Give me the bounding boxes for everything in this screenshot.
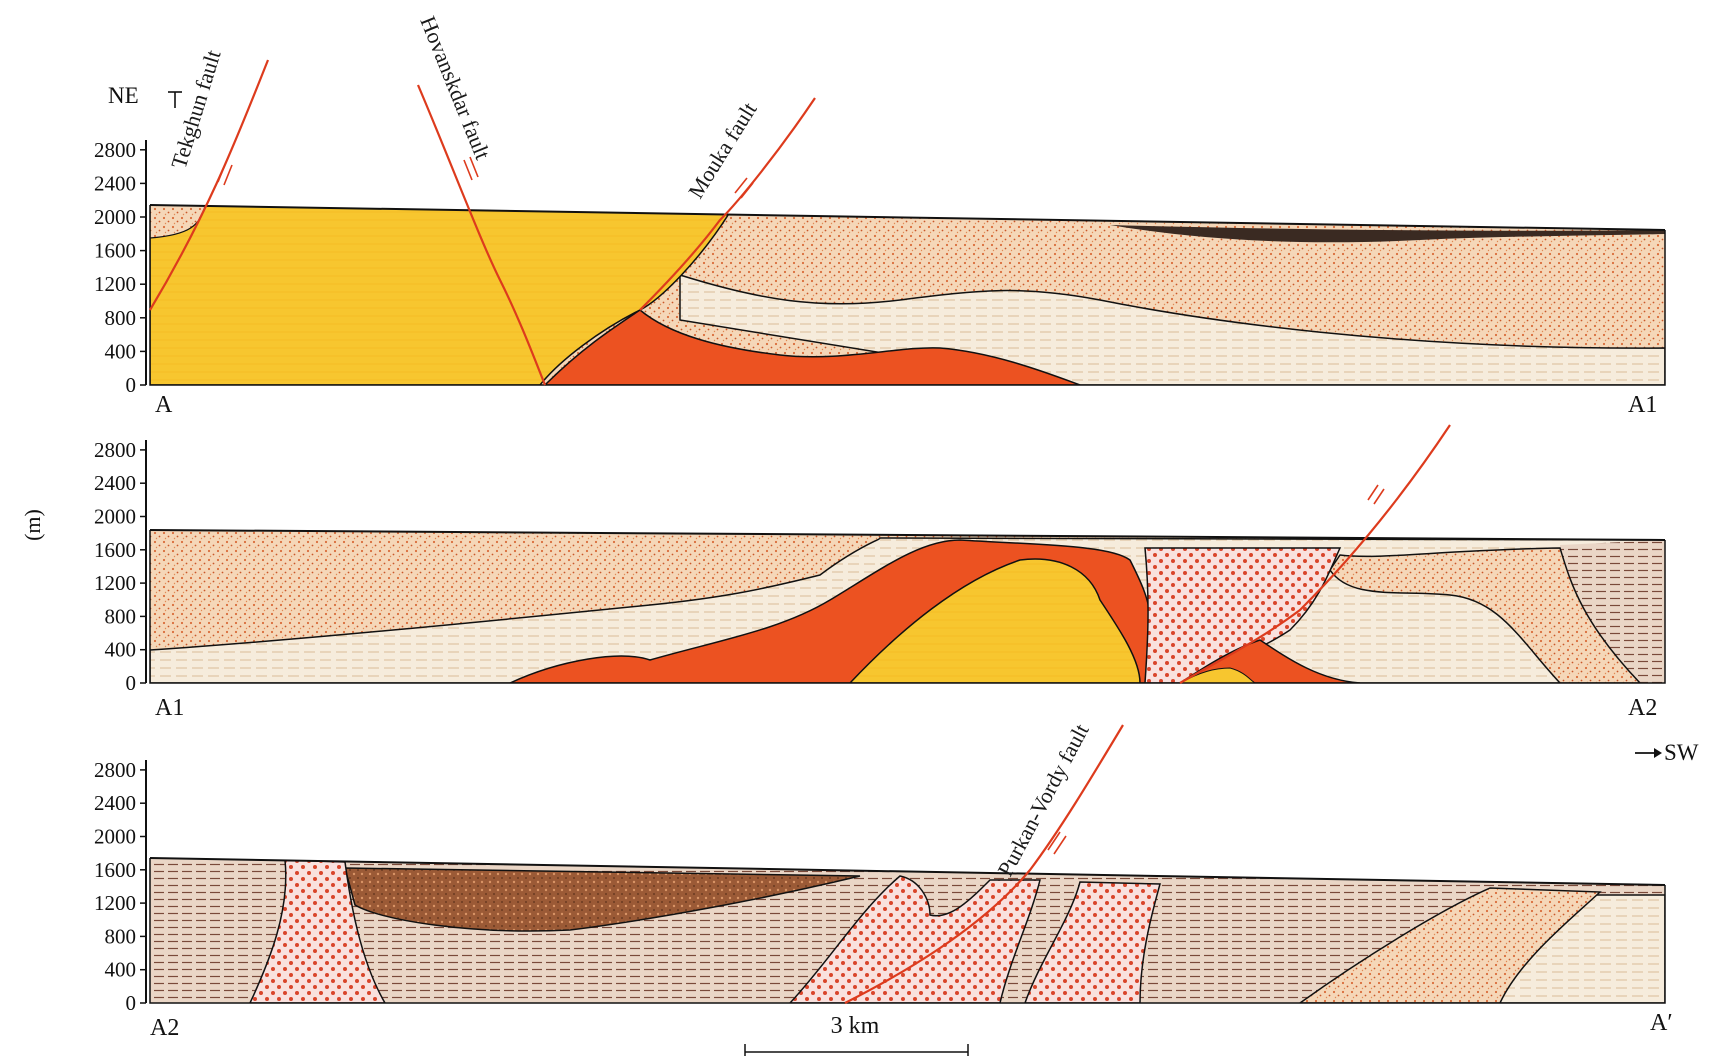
y-tick-label: 1200: [94, 571, 136, 595]
y-tick-label: 400: [105, 638, 137, 662]
fault-arrows-s1: [218, 157, 753, 198]
y-tick-label: 800: [105, 604, 137, 628]
y-tick-labels-1: 2800 2400 2000 1600 1200 800 400 0: [94, 138, 146, 397]
y-tick-label: 2400: [94, 471, 136, 495]
y-tick-label: 1600: [94, 538, 136, 562]
y-tick-label: 2800: [94, 138, 136, 162]
y-tick-label: 800: [105, 306, 137, 330]
section-2: 2800 2400 2000 1600 1200 800 400 0 (m) A1 A2: [20, 425, 1670, 721]
y-tick-label: 2800: [94, 438, 136, 462]
direction-sw: SW: [1635, 740, 1699, 765]
y-tick-label: 1200: [94, 891, 136, 915]
y-tick-labels-3: 2800 2400 2000 1600 1200 800 400 0: [94, 758, 146, 1015]
y-tick-label: 2400: [94, 171, 136, 195]
y-tick-label: 2800: [94, 758, 136, 782]
y-tick-label: 2400: [94, 791, 136, 815]
y-tick-label: 1600: [94, 858, 136, 882]
section-1-left-label: A: [155, 392, 173, 418]
section-3: 2800 2400 2000 1600 1200 800 400 0 A2 A′: [94, 725, 1673, 1041]
fault-label-2: Hovanskdar fault: [415, 13, 495, 163]
y-axis-unit-label: (m): [20, 509, 45, 541]
section-2-right-label: A2: [1628, 695, 1657, 721]
y-tick-label: 1600: [94, 239, 136, 263]
section-2-left-label: A1: [155, 695, 184, 721]
scale-bar-label: 3 km: [831, 1013, 880, 1039]
y-tick-labels-2: 2800 2400 2000 1600 1200 800 400 0: [94, 438, 146, 695]
y-tick-label: 400: [105, 339, 137, 363]
y-tick-label: 2000: [94, 505, 136, 529]
fault-arrows-s3: [1048, 832, 1066, 854]
y-axis-3: 2800 2400 2000 1600 1200 800 400 0: [94, 758, 146, 1015]
section-3-left-label: A2: [150, 1015, 179, 1041]
direction-ne: NE: [108, 83, 182, 108]
y-axis-2: 2800 2400 2000 1600 1200 800 400 0: [94, 438, 146, 695]
fault-arrows-s2: [1368, 485, 1384, 504]
direction-ne-label: NE: [108, 83, 139, 108]
section-3-right-label: A′: [1650, 1010, 1673, 1036]
y-tick-label: 0: [126, 991, 137, 1015]
y-tick-label: 2000: [94, 205, 136, 229]
y-tick-label: 800: [105, 924, 137, 948]
y-axis-1: 2800 2400 2000 1600 1200 800 400 0: [94, 138, 146, 397]
direction-sw-label: SW: [1664, 740, 1699, 765]
section-1: 2800 2400 2000 1600 1200 800 400 0 A A1: [94, 60, 1670, 418]
y-tick-label: 2000: [94, 825, 136, 849]
y-tick-label: 1200: [94, 272, 136, 296]
y-tick-label: 400: [105, 958, 137, 982]
y-tick-label: 0: [126, 373, 137, 397]
scale-bar: 3 km: [745, 1013, 968, 1056]
y-tick-label: 0: [126, 671, 137, 695]
fault-label-1: Tekghun fault: [166, 47, 226, 171]
section-1-right-label: A1: [1628, 392, 1657, 418]
